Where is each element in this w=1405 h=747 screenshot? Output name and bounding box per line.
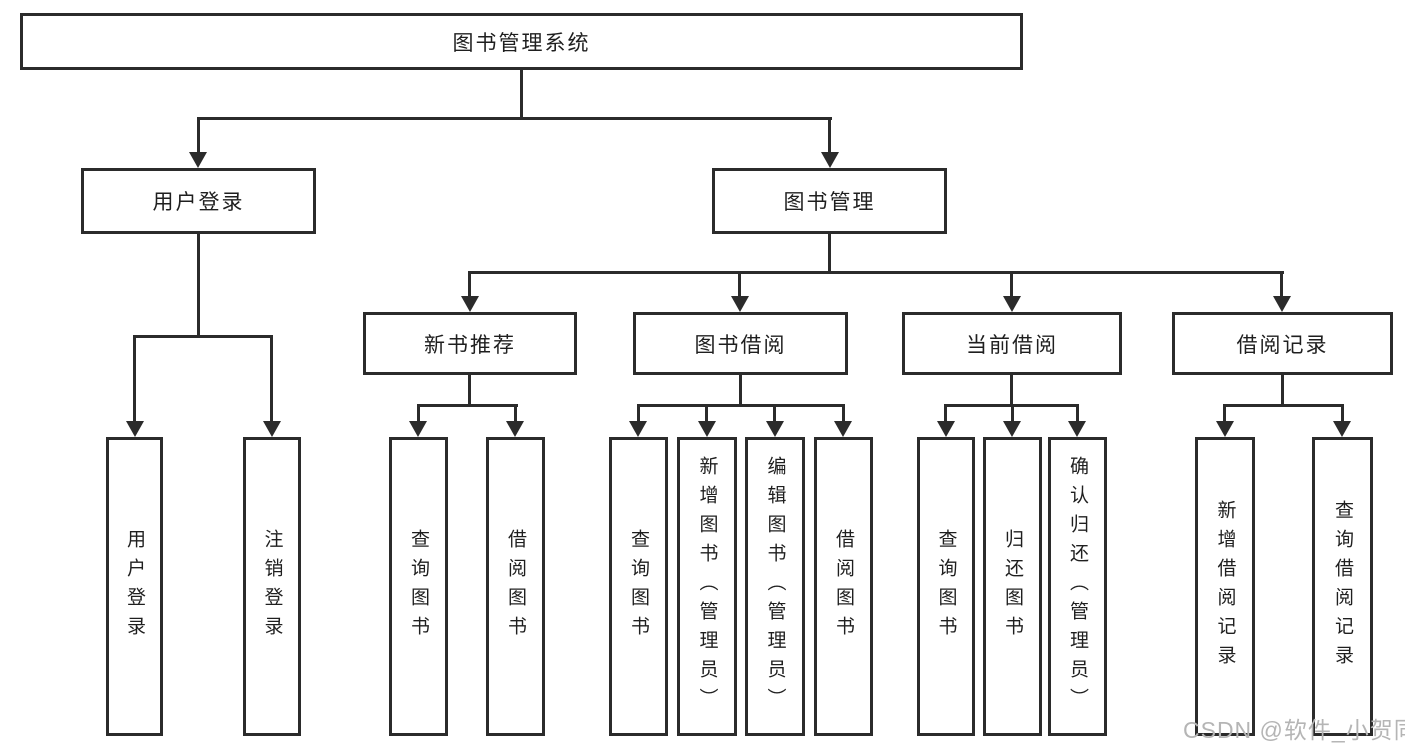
leaf-borrow-edit-books-admin-label: 编辑图书（管理员） — [764, 456, 786, 717]
connector-arrowhead — [1333, 421, 1351, 437]
connector-arrowhead — [461, 296, 479, 312]
leaf-recommend-borrow-books: 借阅图书 — [486, 437, 545, 736]
connector-arrowhead — [834, 421, 852, 437]
leaf-records-query-record-label: 查询借阅记录 — [1332, 499, 1353, 674]
leaf-current-query-books: 查询图书 — [917, 437, 975, 736]
leaf-records-query-record: 查询借阅记录 — [1312, 437, 1373, 736]
connector-line — [828, 234, 831, 273]
connector-arrowhead — [766, 421, 784, 437]
leaf-borrow-borrow-books: 借阅图书 — [814, 437, 873, 736]
node-user-login-label: 用户登录 — [152, 191, 245, 214]
connector-arrowhead — [126, 421, 144, 437]
connector-line — [133, 335, 136, 423]
connector-line — [944, 404, 947, 423]
connector-line — [133, 335, 273, 338]
connector-arrowhead — [1216, 421, 1234, 437]
connector-line — [1076, 404, 1079, 423]
connector-line — [637, 404, 845, 407]
leaf-logout: 注销登录 — [243, 437, 301, 736]
connector-line — [1280, 271, 1283, 298]
connector-arrowhead — [1003, 421, 1021, 437]
connector-arrowhead — [263, 421, 281, 437]
leaf-recommend-borrow-books-label: 借阅图书 — [505, 528, 526, 645]
connector-arrowhead — [629, 421, 647, 437]
connector-arrowhead — [937, 421, 955, 437]
connector-line — [1224, 404, 1344, 407]
node-root-system-label: 图书管理系统 — [452, 31, 591, 55]
connector-line — [705, 404, 708, 423]
connector-arrowhead — [1273, 296, 1291, 312]
connector-line — [270, 335, 273, 423]
leaf-current-query-books-label: 查询图书 — [935, 528, 957, 645]
connector-line — [197, 117, 200, 154]
leaf-borrow-add-books-admin-label: 新增图书（管理员） — [696, 456, 718, 717]
connector-line — [520, 70, 523, 119]
connector-arrowhead — [1068, 421, 1086, 437]
connector-line — [739, 375, 742, 406]
connector-line — [1010, 375, 1013, 406]
node-current-borrow-label: 当前借阅 — [966, 333, 1058, 357]
connector-line — [514, 404, 517, 423]
connector-line — [197, 234, 200, 337]
node-borrow-records: 借阅记录 — [1172, 312, 1393, 375]
leaf-logout-label: 注销登录 — [261, 528, 283, 645]
leaf-current-confirm-return-admin-label: 确认归还（管理员） — [1067, 456, 1088, 717]
connector-line — [469, 271, 1284, 274]
connector-line — [1223, 404, 1226, 423]
connector-arrowhead — [506, 421, 524, 437]
node-book-borrow: 图书借阅 — [633, 312, 848, 375]
leaf-user-login-label: 用户登录 — [124, 528, 145, 645]
node-borrow-records-label: 借阅记录 — [1236, 333, 1329, 357]
connector-line — [417, 404, 518, 407]
connector-line — [773, 404, 776, 423]
connector-arrowhead — [698, 421, 716, 437]
node-root-system: 图书管理系统 — [20, 13, 1023, 70]
leaf-borrow-query-books-label: 查询图书 — [628, 528, 649, 645]
node-book-management-label: 图书管理 — [783, 191, 876, 214]
leaf-records-add-record-label: 新增借阅记录 — [1214, 499, 1236, 674]
leaf-borrow-query-books: 查询图书 — [609, 437, 668, 736]
connector-arrowhead — [409, 421, 427, 437]
csdn-watermark: CSDN @软件_小贺同学 — [1183, 717, 1405, 743]
node-new-book-recommend: 新书推荐 — [363, 312, 577, 375]
leaf-borrow-edit-books-admin: 编辑图书（管理员） — [745, 437, 805, 736]
connector-line — [468, 271, 471, 298]
connector-line — [738, 271, 741, 298]
connector-line — [842, 404, 845, 423]
connector-arrowhead — [1003, 296, 1021, 312]
connector-line — [1010, 271, 1013, 298]
connector-line — [637, 404, 640, 423]
node-book-management: 图书管理 — [712, 168, 947, 234]
leaf-current-confirm-return-admin: 确认归还（管理员） — [1048, 437, 1107, 736]
leaf-borrow-add-books-admin: 新增图书（管理员） — [677, 437, 737, 736]
leaf-recommend-query-books: 查询图书 — [389, 437, 448, 736]
connector-arrowhead — [821, 152, 839, 168]
node-user-login: 用户登录 — [81, 168, 316, 234]
connector-arrowhead — [731, 296, 749, 312]
connector-line — [417, 404, 420, 423]
connector-line — [197, 117, 832, 120]
leaf-borrow-borrow-books-label: 借阅图书 — [833, 528, 854, 645]
leaf-current-return-books-label: 归还图书 — [1002, 528, 1023, 645]
node-book-borrow-label: 图书借阅 — [694, 333, 787, 357]
connector-arrowhead — [189, 152, 207, 168]
connector-line — [828, 117, 831, 154]
connector-line — [1281, 375, 1284, 406]
leaf-recommend-query-books-label: 查询图书 — [408, 528, 429, 645]
connector-line — [468, 375, 471, 406]
leaf-records-add-record: 新增借阅记录 — [1195, 437, 1255, 736]
connector-line — [1011, 404, 1014, 423]
node-new-book-recommend-label: 新书推荐 — [424, 333, 516, 357]
leaf-user-login: 用户登录 — [106, 437, 163, 736]
leaf-current-return-books: 归还图书 — [983, 437, 1042, 736]
connector-line — [1341, 404, 1344, 423]
node-current-borrow: 当前借阅 — [902, 312, 1122, 375]
